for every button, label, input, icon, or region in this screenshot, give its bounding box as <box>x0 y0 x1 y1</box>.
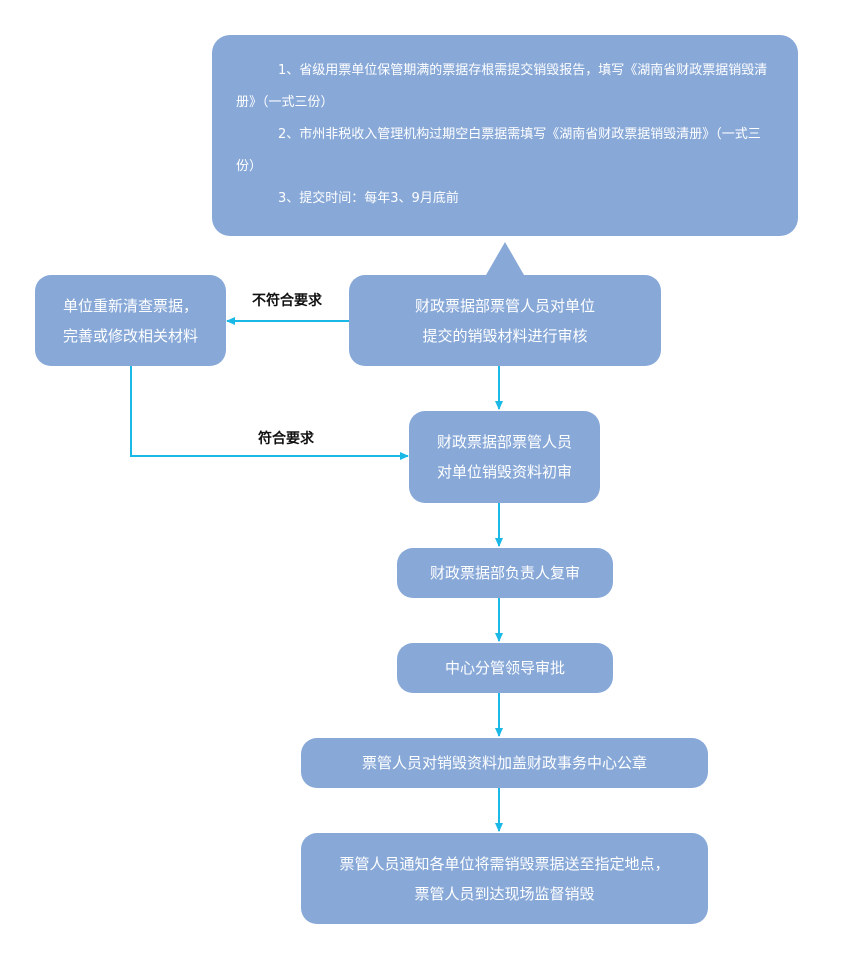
approval-box: 中心分管领导审批 <box>397 643 613 693</box>
note-item-2: 2、市州非税收入管理机构过期空白票据需填写《湖南省财政票据销毁清册》（一式三份） <box>236 127 761 174</box>
review-line-2: 提交的销毁材料进行审核 <box>422 326 588 345</box>
destroy-line-2: 票管人员到达现场监督销毁 <box>414 884 595 903</box>
arrow-recheck-to-initial <box>130 366 409 460</box>
note-item-1: 1、省级用票单位保管期满的票据存根需提交销毁报告，填写《湖南省财政票据销毁清册》… <box>236 63 768 110</box>
destroy-box: 票管人员通知各单位将需销毁票据送至指定地点， 票管人员到达现场监督销毁 <box>301 833 708 924</box>
requirements-note: 1、省级用票单位保管期满的票据存根需提交销毁报告，填写《湖南省财政票据销毁清册》… <box>212 35 798 236</box>
recheck-line-1: 单位重新清查票据， <box>62 296 198 315</box>
label-compliant: 符合要求 <box>258 431 314 447</box>
review-line-1: 财政票据部票管人员对单位 <box>414 296 595 315</box>
note-pointer <box>486 242 524 275</box>
initial-review-box: 财政票据部票管人员 对单位销毁资料初审 <box>409 411 600 503</box>
initial-review-line-1: 财政票据部票管人员 <box>436 433 572 451</box>
note-item-3: 3、提交时间：每年3、9月底前 <box>278 191 459 206</box>
second-review-box: 财政票据部负责人复审 <box>397 548 613 598</box>
second-review-text: 财政票据部负责人复审 <box>429 564 580 582</box>
stamp-text: 票管人员对销毁资料加盖财政事务中心公章 <box>361 754 647 772</box>
recheck-box: 单位重新清查票据， 完善或修改相关材料 <box>35 275 226 366</box>
label-not-compliant: 不符合要求 <box>252 293 322 309</box>
initial-review-line-2: 对单位销毁资料初审 <box>436 463 572 481</box>
recheck-line-2: 完善或修改相关材料 <box>62 326 198 345</box>
review-box: 财政票据部票管人员对单位 提交的销毁材料进行审核 <box>349 275 661 366</box>
destroy-line-1: 票管人员通知各单位将需销毁票据送至指定地点， <box>339 854 670 873</box>
approval-text: 中心分管领导审批 <box>444 659 565 677</box>
stamp-box: 票管人员对销毁资料加盖财政事务中心公章 <box>301 738 708 788</box>
